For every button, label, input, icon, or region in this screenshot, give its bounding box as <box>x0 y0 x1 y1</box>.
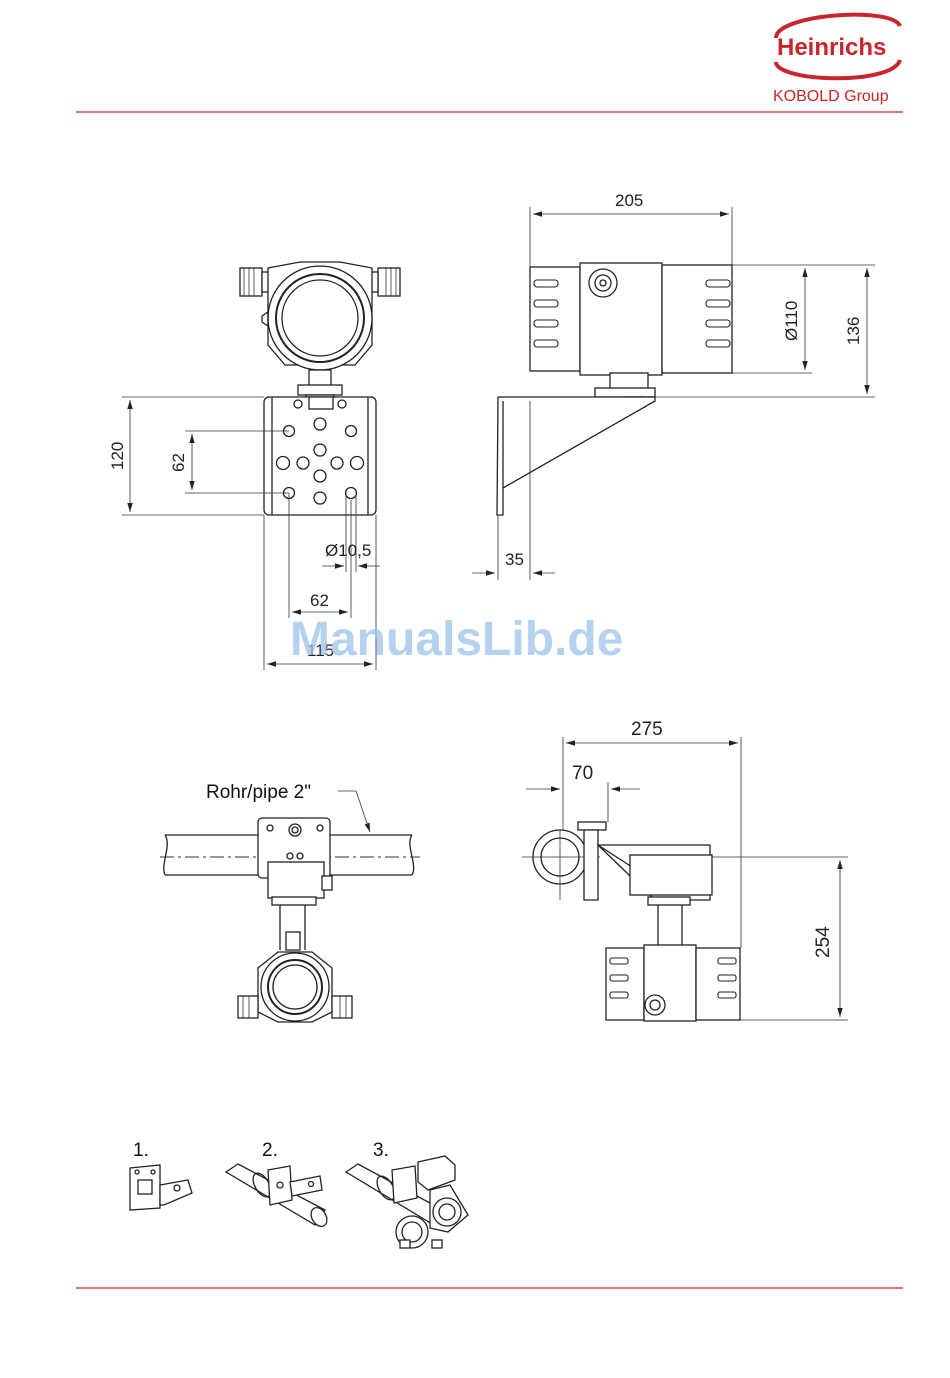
step-1-bracket-drawing <box>130 1165 192 1210</box>
dim-overall-275: 275 <box>631 719 663 740</box>
brand-logo: Heinrichs KOBOLD Group <box>773 15 900 105</box>
dim-pipe-offset-70: 70 <box>572 763 593 784</box>
step-1-label: 1. <box>133 1140 149 1161</box>
dim-height-120: 120 <box>108 442 127 470</box>
pipe-label: Rohr/pipe 2" <box>206 782 311 803</box>
dim-hole-diameter: Ø10,5 <box>325 541 371 560</box>
brand-name: Heinrichs <box>777 34 886 61</box>
step-2-label: 2. <box>262 1140 278 1161</box>
pipe-front-drawing <box>160 791 420 1022</box>
step-3-label: 3. <box>373 1140 389 1161</box>
dim-hole-spacing-horizontal: 62 <box>310 591 329 610</box>
dim-hole-spacing-vertical: 62 <box>169 453 188 472</box>
watermark: ManualsLib.de <box>290 613 623 666</box>
side-view-dimensions <box>472 207 875 580</box>
brand-subtitle: KOBOLD Group <box>773 88 889 105</box>
pipe-side-drawing <box>522 822 740 1021</box>
step-2-pipe-drawing <box>226 1164 330 1229</box>
dim-height-254: 254 <box>813 926 834 958</box>
dim-length-205: 205 <box>615 191 643 210</box>
dim-height-136: 136 <box>844 317 863 345</box>
dim-diameter-110: Ø110 <box>782 301 801 341</box>
side-view-drawing <box>497 263 732 515</box>
dim-bracket-offset-35: 35 <box>505 550 524 569</box>
front-view-drawing <box>240 262 400 515</box>
step-3-assembly-drawing <box>346 1156 468 1248</box>
